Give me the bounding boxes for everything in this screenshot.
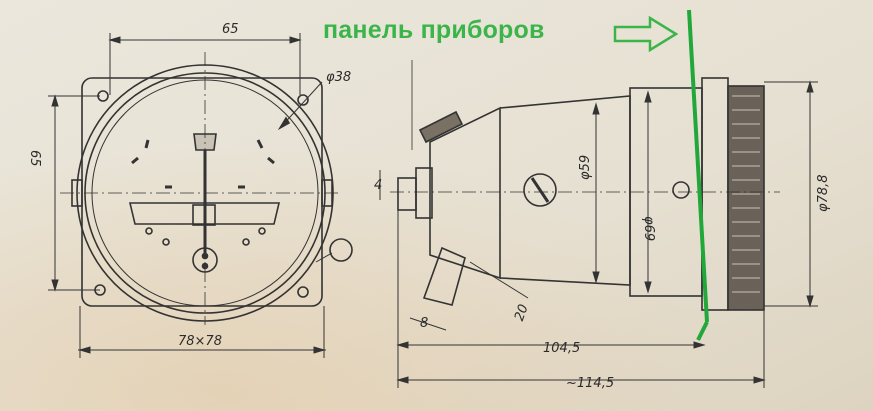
dim-size-4: 4 (374, 178, 383, 193)
arrow-right-icon (613, 15, 679, 53)
adjust-knob (329, 238, 353, 262)
dial-screw-2 (162, 238, 170, 246)
rear-screw (672, 181, 690, 199)
dial-screw-1 (145, 227, 153, 235)
front-view (60, 52, 353, 325)
panel-label: панель приборов (323, 16, 545, 44)
mount-hole-br (297, 286, 309, 298)
dim-diameter-78-8: φ78,8 (816, 174, 831, 212)
pivot-dot-2 (201, 262, 209, 270)
front-stub (415, 167, 433, 219)
dim-length-114-5: ~114,5 (566, 376, 615, 391)
body-screw (523, 173, 557, 207)
dim-height-65: 65 (27, 150, 42, 167)
dim-diameter-59: φ59 (578, 154, 593, 180)
side-view (390, 60, 780, 311)
panel-line (687, 9, 709, 323)
panel-line-foot (696, 321, 709, 341)
fitting-pipe (422, 246, 466, 306)
dim-diameter-38: φ38 (326, 70, 352, 85)
dial-screw-3 (242, 238, 250, 246)
dim-width-65: 65 (222, 22, 239, 37)
side-dimensions (379, 80, 818, 388)
dial-marks (131, 139, 275, 189)
scale-band (128, 202, 281, 225)
top-knob (418, 110, 464, 144)
knurled-nut (727, 85, 765, 311)
mount-hole-tr (297, 94, 309, 106)
dim-length-104-5: 104,5 (543, 341, 581, 356)
knob-leader (315, 252, 333, 263)
dim-width-8: 8 (420, 316, 429, 331)
knurl-pattern (732, 95, 760, 293)
dial-screw-4 (258, 227, 266, 235)
dim-base-78x78: 78×78 (178, 334, 222, 349)
phi38-arrow (277, 116, 291, 131)
body-screw-slot (530, 177, 550, 203)
dim-diameter-69: φ69 (641, 216, 656, 242)
front-dimensions (48, 33, 326, 358)
panel-annotation (613, 9, 709, 341)
